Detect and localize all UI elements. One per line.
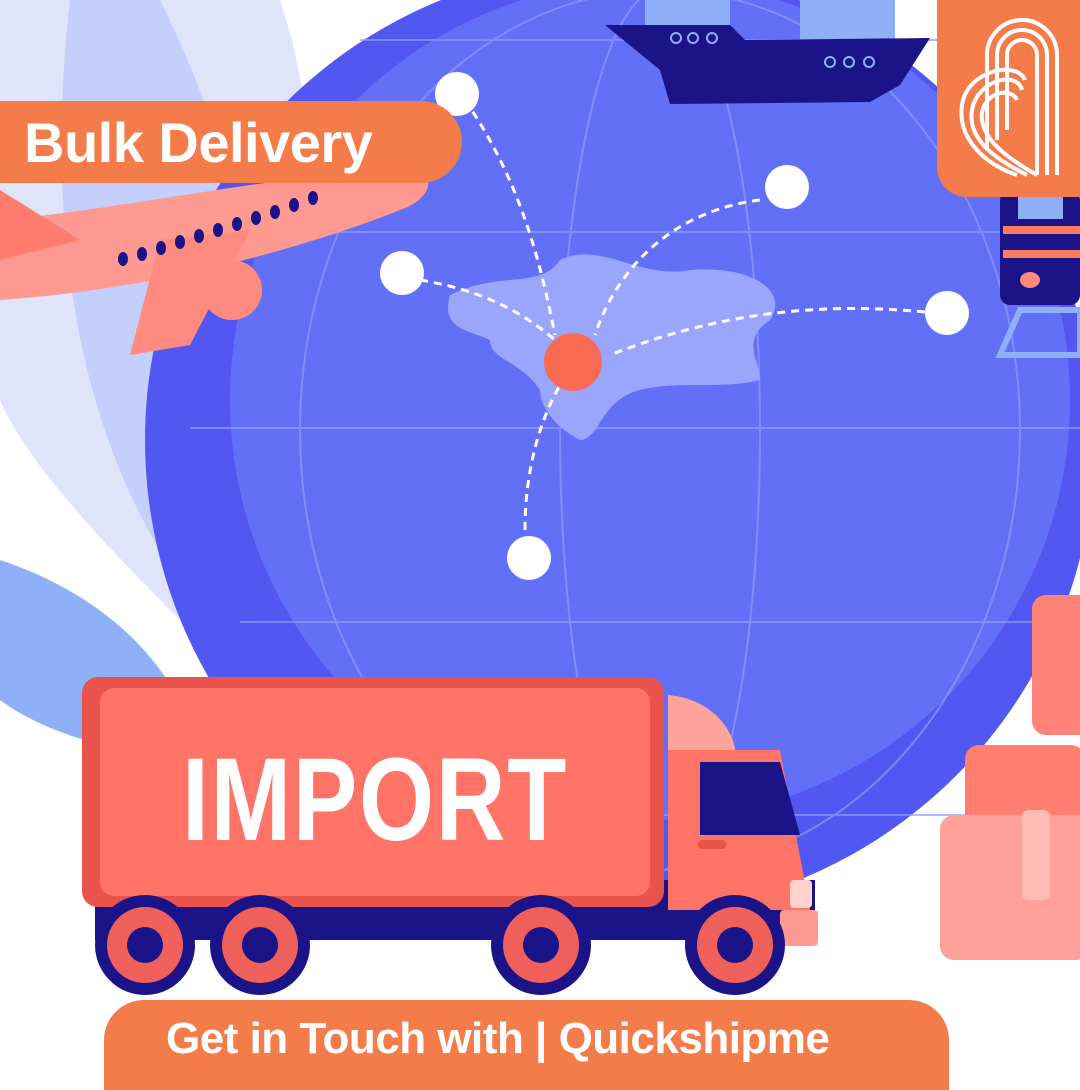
- route-node: [925, 291, 969, 335]
- truck-icon: [82, 677, 818, 995]
- bulk-delivery-badge: Bulk Delivery: [0, 101, 462, 183]
- ship-icon: [605, 0, 930, 104]
- route-nodes: [380, 72, 969, 580]
- route-node: [435, 72, 479, 116]
- destination-pin: [544, 333, 602, 391]
- badge-label: Bulk Delivery: [24, 110, 373, 174]
- truck-wheels: [95, 895, 785, 995]
- train-icon: [995, 190, 1080, 358]
- q-stripes-logo-icon: [937, 0, 1080, 197]
- parcel-boxes: [940, 595, 1080, 960]
- airplane-icon: [0, 170, 429, 355]
- globe-inner: [230, 0, 1070, 820]
- truck-cargo-label: IMPORT: [181, 734, 569, 866]
- route-node: [765, 165, 809, 209]
- route-lines: [419, 99, 926, 531]
- cta-label: Get in Touch with | Quickshipme: [166, 1014, 830, 1063]
- continent: [448, 254, 776, 440]
- get-in-touch-banner[interactable]: Get in Touch with | Quickshipme: [104, 1000, 949, 1090]
- route-node: [507, 536, 551, 580]
- route-node: [380, 251, 424, 295]
